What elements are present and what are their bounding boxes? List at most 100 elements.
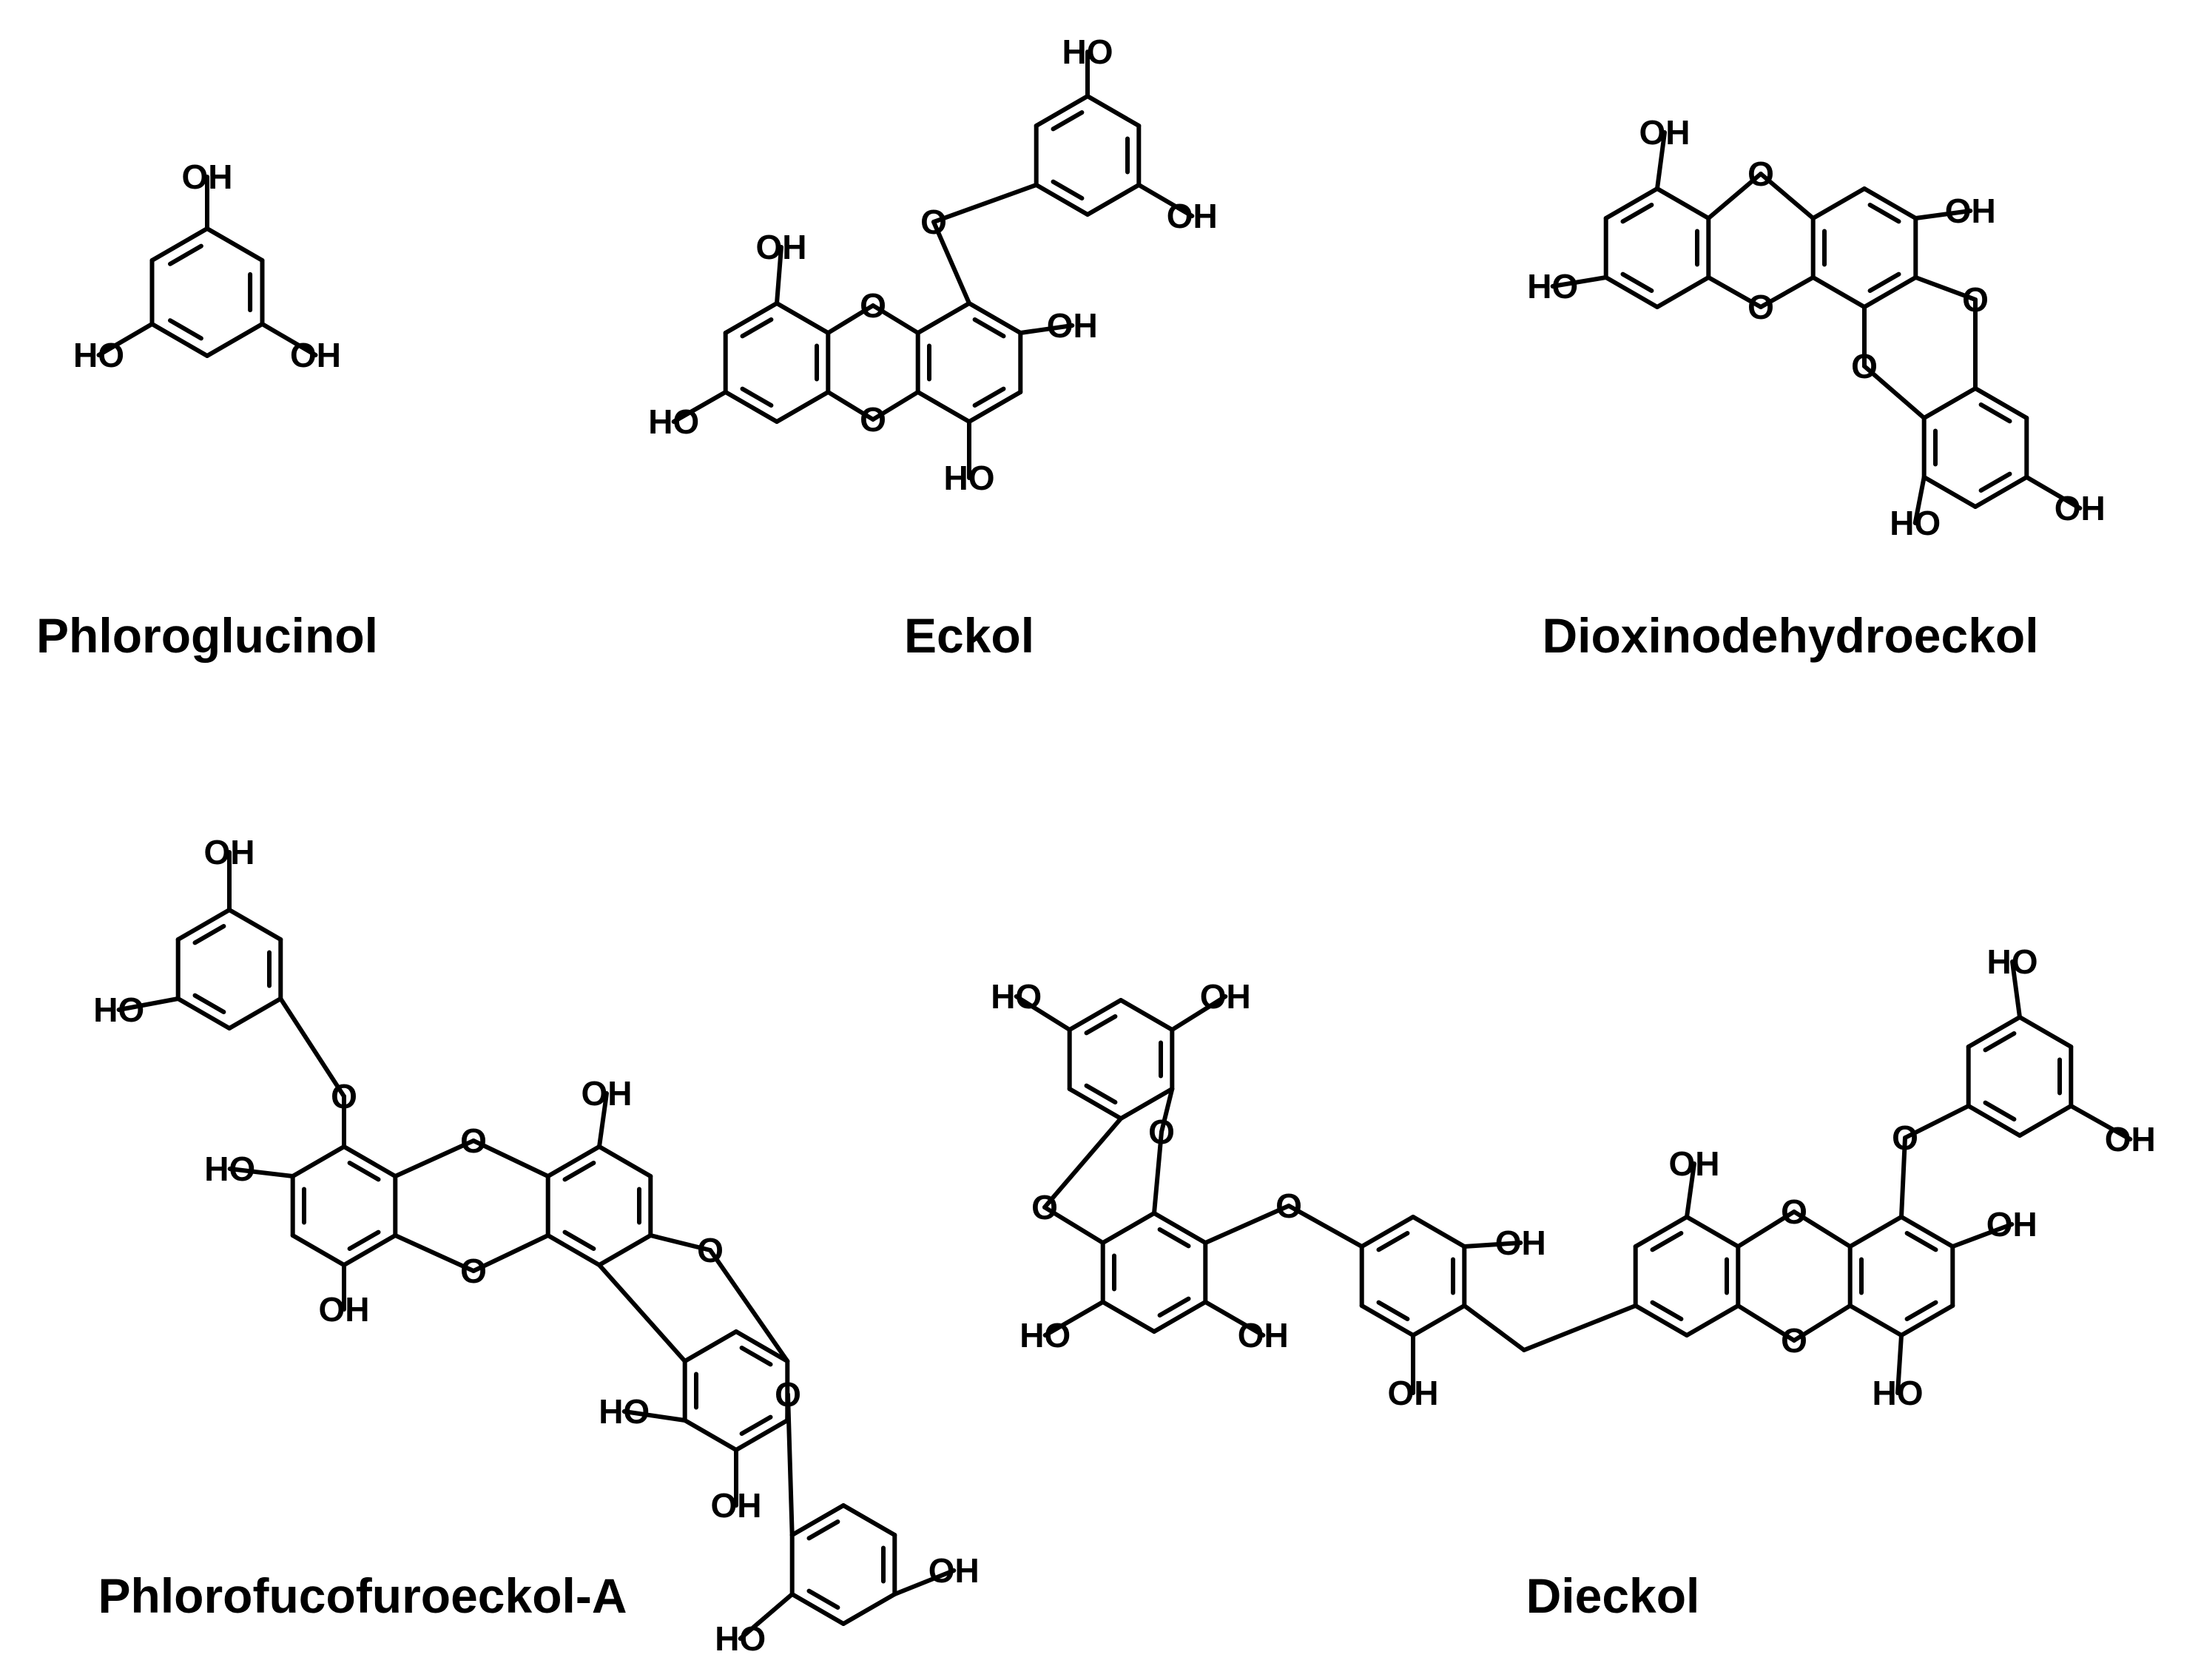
dieckol-oh-label-bond — [1950, 1222, 2015, 1249]
eckol-oh-label-bond — [1136, 183, 1195, 218]
phlorofucofuroeckol-a-ring-bond — [841, 1592, 897, 1626]
dieckol-ring-double-bond — [1904, 1300, 1938, 1321]
phlorofucofuroeckol-a-ring-bond — [597, 1233, 653, 1267]
phlorofucofuroeckol-a-ether-o-label: O — [331, 1077, 357, 1116]
phloroglucinol-ring-bond — [149, 226, 209, 263]
dioxinodehydroeckol-ring-o-label: O — [1747, 288, 1774, 326]
phlorofucofuroeckol-a-ring-double-bond — [192, 993, 226, 1014]
phlorofucofuroeckol-a-ring-bond — [227, 908, 283, 942]
phloroglucinol-ring-bond — [205, 322, 265, 358]
phlorofucofuroeckol-a-oh-label-bond — [738, 1592, 795, 1641]
dieckol-oh-label: HO — [1987, 942, 2038, 981]
phlorofucofuroeckol-a-ring-bond — [545, 1233, 601, 1267]
dieckol-ring-bond — [1847, 1215, 1904, 1249]
dieckol-ether-bond — [1903, 1104, 1971, 1140]
eckol-ether-bond — [871, 303, 920, 335]
dioxinodehydroeckol-ring-double-bond — [1867, 271, 1901, 293]
dioxinodehydroeckol-oh-label-bond — [2024, 475, 2083, 510]
dieckol-ether-bond — [1159, 1087, 1175, 1134]
bond-layer — [96, 50, 2133, 1641]
phloroglucinol-oh-label: OH — [290, 336, 341, 374]
phloroglucinol-oh-label-bond — [96, 322, 155, 357]
dioxinodehydroeckol-ring-bond — [1810, 186, 1867, 220]
phlorofucofuroeckol-a-oh-label-bond — [597, 1091, 609, 1149]
phlorofucofuroeckol-a-ether-bond — [393, 1233, 476, 1273]
eckol-ether-bond — [826, 303, 875, 335]
eckol-ether-o-label: O — [920, 203, 947, 241]
dieckol-oh-label-bond — [1170, 994, 1228, 1032]
phlorofucofuroeckol-a-ring-double-bond — [192, 924, 226, 945]
dieckol-ether-o-label: O — [1275, 1187, 1302, 1225]
dieckol-ring-double-bond — [1983, 1031, 2017, 1053]
dieckol-oh-label-bond — [1014, 994, 1072, 1032]
phlorofucofuroeckol-a-oh-label-bond — [116, 996, 181, 1012]
phlorofucofuroeckol-a-ring-bond — [597, 1144, 653, 1178]
dieckol-ring-bond — [1100, 1300, 1156, 1334]
compound-name-phlorofucofuroeckol-a: Phlorofucofuroeckol-A — [98, 1568, 627, 1623]
dioxinodehydroeckol-oh-label: HO — [1527, 267, 1578, 306]
phlorofucofuroeckol-a-ring-double-bond — [347, 1161, 381, 1182]
dieckol-ring-bond — [1899, 1303, 1955, 1337]
phlorofucofuroeckol-a-ring-double-bond — [562, 1229, 596, 1251]
phlorofucofuroeckol-a-furan-o-label: O — [697, 1231, 724, 1269]
dieckol-ether-bond — [1736, 1210, 1796, 1249]
phloroglucinol-ring-bond — [205, 226, 265, 263]
dieckol-ring-o-label: O — [1781, 1192, 1807, 1231]
dieckol-oh-label-bond — [1042, 1300, 1105, 1337]
dieckol-ether-bond — [1792, 1303, 1853, 1343]
dieckol-ring-double-bond — [1376, 1300, 1410, 1321]
eckol-ring-bond — [775, 390, 831, 424]
dieckol-ring-double-bond — [1650, 1231, 1684, 1252]
eckol-ether-bond — [931, 220, 971, 306]
dieckol-ring-double-bond — [1650, 1300, 1684, 1321]
eckol-ring-bond — [1034, 183, 1090, 217]
dioxinodehydroeckol-ring-bond — [1973, 386, 2029, 420]
dioxinodehydroeckol-oh-label-bond — [1912, 475, 1927, 525]
dieckol-ring-bond — [1847, 1303, 1904, 1337]
dieckol-ring-bond — [1966, 1015, 2022, 1049]
phlorofucofuroeckol-a-oh-label: OH — [711, 1486, 762, 1525]
dieckol-oh-label: OH — [1238, 1316, 1289, 1355]
phlorofucofuroeckol-a-ring-double-bond — [806, 1588, 840, 1610]
dioxinodehydroeckol-ring-bond — [1655, 275, 1711, 309]
phlorofucofuroeckol-a-oh-label: HO — [204, 1150, 255, 1188]
phlorofucofuroeckol-a-ring-double-bond — [562, 1161, 596, 1182]
eckol-ring-double-bond — [740, 386, 774, 408]
phlorofucofuroeckol-a-ring-bond — [682, 1418, 738, 1452]
phlorofucofuroeckol-a-ring-bond — [227, 996, 283, 1030]
eckol-ring-bond — [723, 390, 779, 424]
phlorofucofuroeckol-a-ring-double-bond — [739, 1346, 773, 1367]
phlorofucofuroeckol-a-furan-bond — [648, 1233, 712, 1252]
dieckol-oh-label: HO — [991, 977, 1042, 1016]
dioxinodehydroeckol-ring-double-bond — [1620, 203, 1654, 224]
phloroglucinol-oh-label: OH — [182, 158, 233, 196]
eckol-ring-bond — [1034, 94, 1090, 128]
dieckol-methylene-bond — [1522, 1303, 1638, 1352]
dieckol-ring-bond — [1119, 998, 1175, 1032]
dioxinodehydroeckol-ring-o-label: O — [1747, 155, 1774, 193]
eckol-ether-bond — [826, 390, 875, 422]
phlorofucofuroeckol-a-ring-bond — [841, 1503, 897, 1537]
dioxinodehydroeckol-ether-bond — [1759, 275, 1816, 309]
dieckol-oh-label: OH — [2105, 1120, 2156, 1158]
eckol-ring-bond — [775, 301, 831, 335]
dieckol-oh-label: OH — [1200, 977, 1251, 1016]
eckol-oh-label: OH — [1047, 306, 1098, 345]
phlorofucofuroeckol-a-oh-label-bond — [621, 1409, 687, 1423]
eckol-ring-bond — [915, 301, 971, 335]
phloroglucinol-ring-double-bond — [168, 318, 203, 341]
dieckol-ring-bond — [1966, 1104, 2022, 1138]
eckol-ether-bond — [871, 390, 920, 422]
dieckol-ether-bond — [1042, 1205, 1105, 1245]
phlorofucofuroeckol-a-ether-bond — [393, 1138, 476, 1178]
phlorofucofuroeckol-a-oh-label: OH — [582, 1074, 633, 1113]
dieckol-ring-bond — [1152, 1211, 1208, 1245]
dioxinodehydroeckol-oh-label-bond — [1913, 209, 1973, 220]
phlorofucofuroeckol-a-ring-bond — [290, 1144, 346, 1178]
phlorofucofuroeckol-a-ring-bond — [545, 1144, 601, 1178]
dioxinodehydroeckol-ether-bond — [1759, 172, 1816, 220]
dioxinodehydroeckol-ring-double-bond — [1867, 203, 1901, 224]
phlorofucofuroeckol-a-oh-label: HO — [715, 1619, 766, 1658]
phlorofucofuroeckol-a-ring-double-bond — [806, 1519, 840, 1541]
dieckol-ether-bond — [1042, 1116, 1123, 1210]
